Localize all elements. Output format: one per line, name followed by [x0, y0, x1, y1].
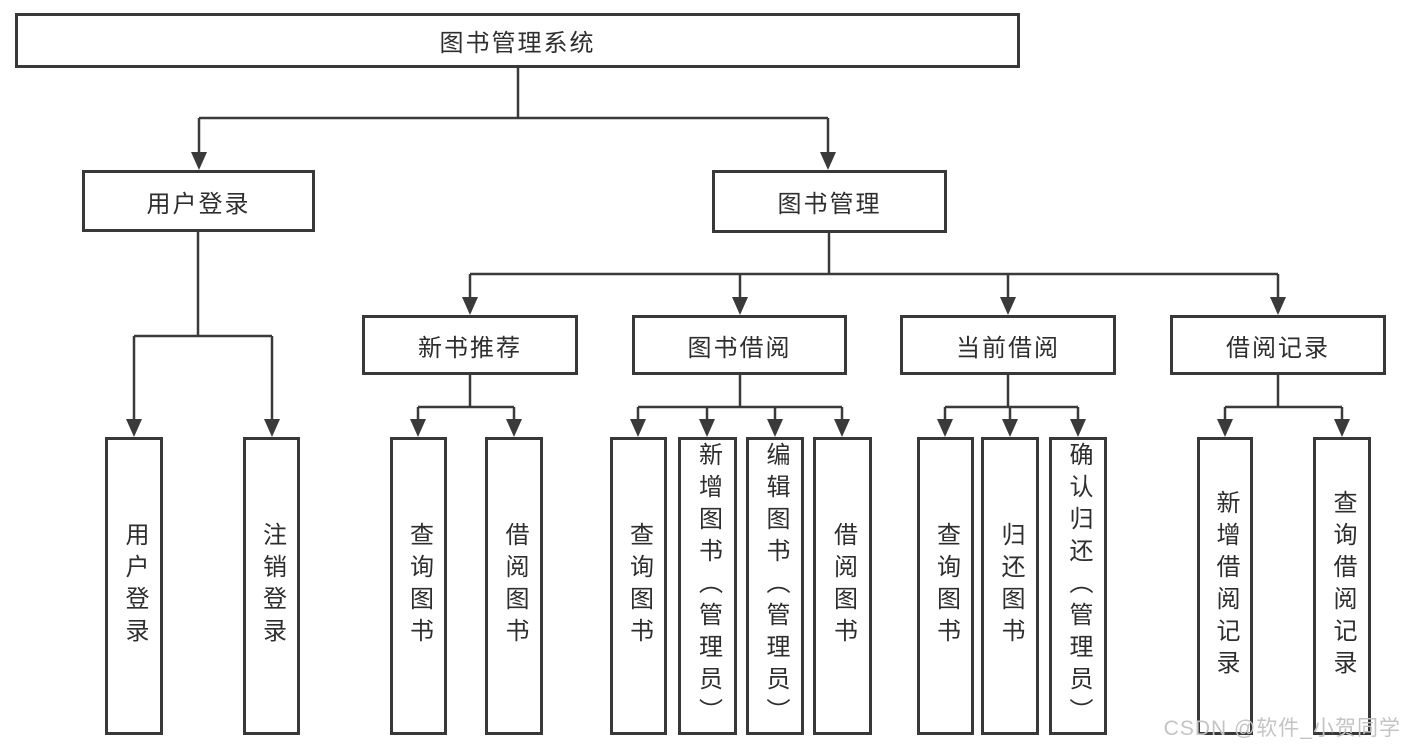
leaf-logout: 注销登录 — [243, 437, 300, 735]
leaf-add-book-admin: 新增图书（管理员） — [678, 437, 737, 735]
leaf-borrow-book: 借阅图书 — [813, 437, 872, 735]
node-root: 图书管理系统 — [15, 13, 1020, 68]
node-user-login: 用户登录 — [82, 170, 315, 232]
node-book-borrow: 图书借阅 — [632, 315, 847, 375]
leaf-borrow-book-recommend: 借阅图书 — [485, 437, 543, 735]
leaf-query-book-current: 查询图书 — [917, 437, 974, 735]
leaf-confirm-return-admin: 确认归还（管理员） — [1049, 437, 1107, 735]
leaf-user-login: 用户登录 — [105, 437, 163, 735]
arrowhead-icons — [126, 152, 1350, 437]
node-new-book-recommend: 新书推荐 — [362, 315, 578, 375]
leaf-query-borrow-record: 查询借阅记录 — [1313, 437, 1371, 735]
leaf-edit-book-admin: 编辑图书（管理员） — [746, 437, 804, 735]
node-book-management: 图书管理 — [712, 170, 947, 233]
leaf-add-borrow-record: 新增借阅记录 — [1197, 437, 1253, 735]
leaf-query-book-recommend: 查询图书 — [390, 437, 447, 735]
leaf-query-book-borrow: 查询图书 — [610, 437, 667, 735]
node-current-borrow: 当前借阅 — [900, 315, 1116, 375]
leaf-return-book: 归还图书 — [981, 437, 1039, 735]
node-borrow-records: 借阅记录 — [1170, 315, 1386, 375]
csdn-watermark: CSDN @软件_小贺同学 — [1163, 717, 1401, 740]
